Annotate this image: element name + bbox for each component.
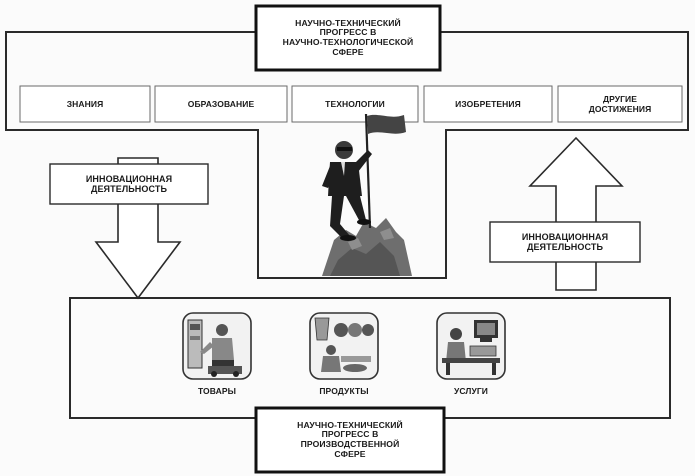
- production-sphere-frame: [69, 297, 671, 419]
- achievement-knowledge: ЗНАНИЯ: [66, 99, 104, 109]
- food-production-icon: [309, 312, 379, 380]
- right-up-arrow: [528, 136, 624, 291]
- factory-worker-icon: [182, 312, 252, 380]
- bottom-box-title: НАУЧНО-ТЕХНИЧЕСКИЙ ПРОГРЕСС В ПРОИЗВОДСТ…: [297, 419, 403, 459]
- left-arrow-label-box: [49, 163, 209, 205]
- top-box-title: НАУЧНО-ТЕХНИЧЕСКИЙ ПРОГРЕСС В НАУЧНО-ТЕХ…: [282, 17, 414, 57]
- achievement-box-3: [291, 85, 419, 123]
- climber-with-flag-icon: [322, 113, 412, 276]
- product-goods-label: ТОВАРЫ: [197, 386, 237, 396]
- product-services-label: УСЛУГИ: [454, 386, 488, 396]
- left-arrow-label: ИННОВАЦИОННАЯ ДЕЯТЕЛЬНОСТЬ: [85, 174, 173, 194]
- achievement-technologies: ТЕХНОЛОГИИ: [325, 99, 385, 109]
- bottom-title-box: [254, 406, 446, 474]
- right-arrow-label: ИННОВАЦИОННАЯ ДЕЯТЕЛЬНОСТЬ: [521, 232, 609, 252]
- achievement-other: ДРУГИЕ ДОСТИЖЕНИЯ: [588, 94, 652, 114]
- achievement-box-4: [423, 85, 553, 123]
- top-title-box: [254, 4, 442, 72]
- achievement-education: ОБРАЗОВАНИЕ: [187, 99, 255, 109]
- achievement-box-2: [154, 85, 288, 123]
- right-arrow-label-box: [489, 221, 641, 263]
- achievement-box-5: [557, 85, 683, 123]
- science-sphere-frame: [5, 31, 689, 279]
- product-products-label: ПРОДУКТЫ: [319, 386, 369, 396]
- office-service-icon: [436, 312, 506, 380]
- achievement-inventions: ИЗОБРЕТЕНИЯ: [455, 99, 521, 109]
- achievement-box-1: [19, 85, 151, 123]
